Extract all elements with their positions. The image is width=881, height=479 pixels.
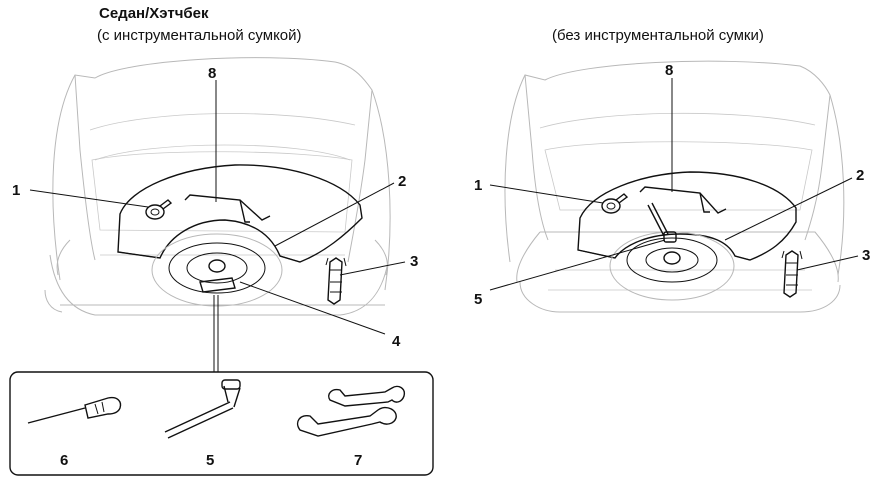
left-tool-bag [199,277,236,293]
left-callout-4: 4 [392,333,401,350]
right-jack-icon [781,250,803,298]
right-car-outline [504,60,845,313]
diagram-title: Седан/Хэтчбек [99,5,209,22]
right-callout-3: 3 [862,247,870,264]
left-tow-hook-icon [145,199,173,220]
tool-callout-5: 5 [206,452,214,469]
right-lug-wrench-icon [647,202,677,243]
right-callout-1: 1 [474,177,482,194]
right-callout-2: 2 [856,167,864,184]
left-callout-8: 8 [208,65,216,82]
left-callout-3: 3 [410,253,418,270]
left-trunk-mat [117,164,363,263]
left-jack-handle-icon [184,194,271,221]
right-tow-hook-icon [601,193,629,214]
right-callout-5: 5 [474,291,482,308]
screwdriver-icon [27,396,122,424]
right-callout-8: 8 [665,62,673,79]
tool-callout-6: 6 [60,452,68,469]
open-end-wrenches-icon [296,385,406,437]
subtitle-without-tool-bag: (без инструментальной сумки) [552,27,764,44]
left-spare-tire [151,233,283,307]
right-jack-handle-icon [639,186,727,214]
left-car-outline [44,57,391,316]
lug-wrench-icon [164,379,241,439]
left-callout-1: 1 [12,182,20,199]
subtitle-with-tool-bag: (с инструментальной сумкой) [97,27,302,44]
right-trunk-mat [577,171,797,261]
left-callout-2: 2 [398,173,406,190]
left-jack-icon [325,257,347,305]
tool-callout-7: 7 [354,452,362,469]
